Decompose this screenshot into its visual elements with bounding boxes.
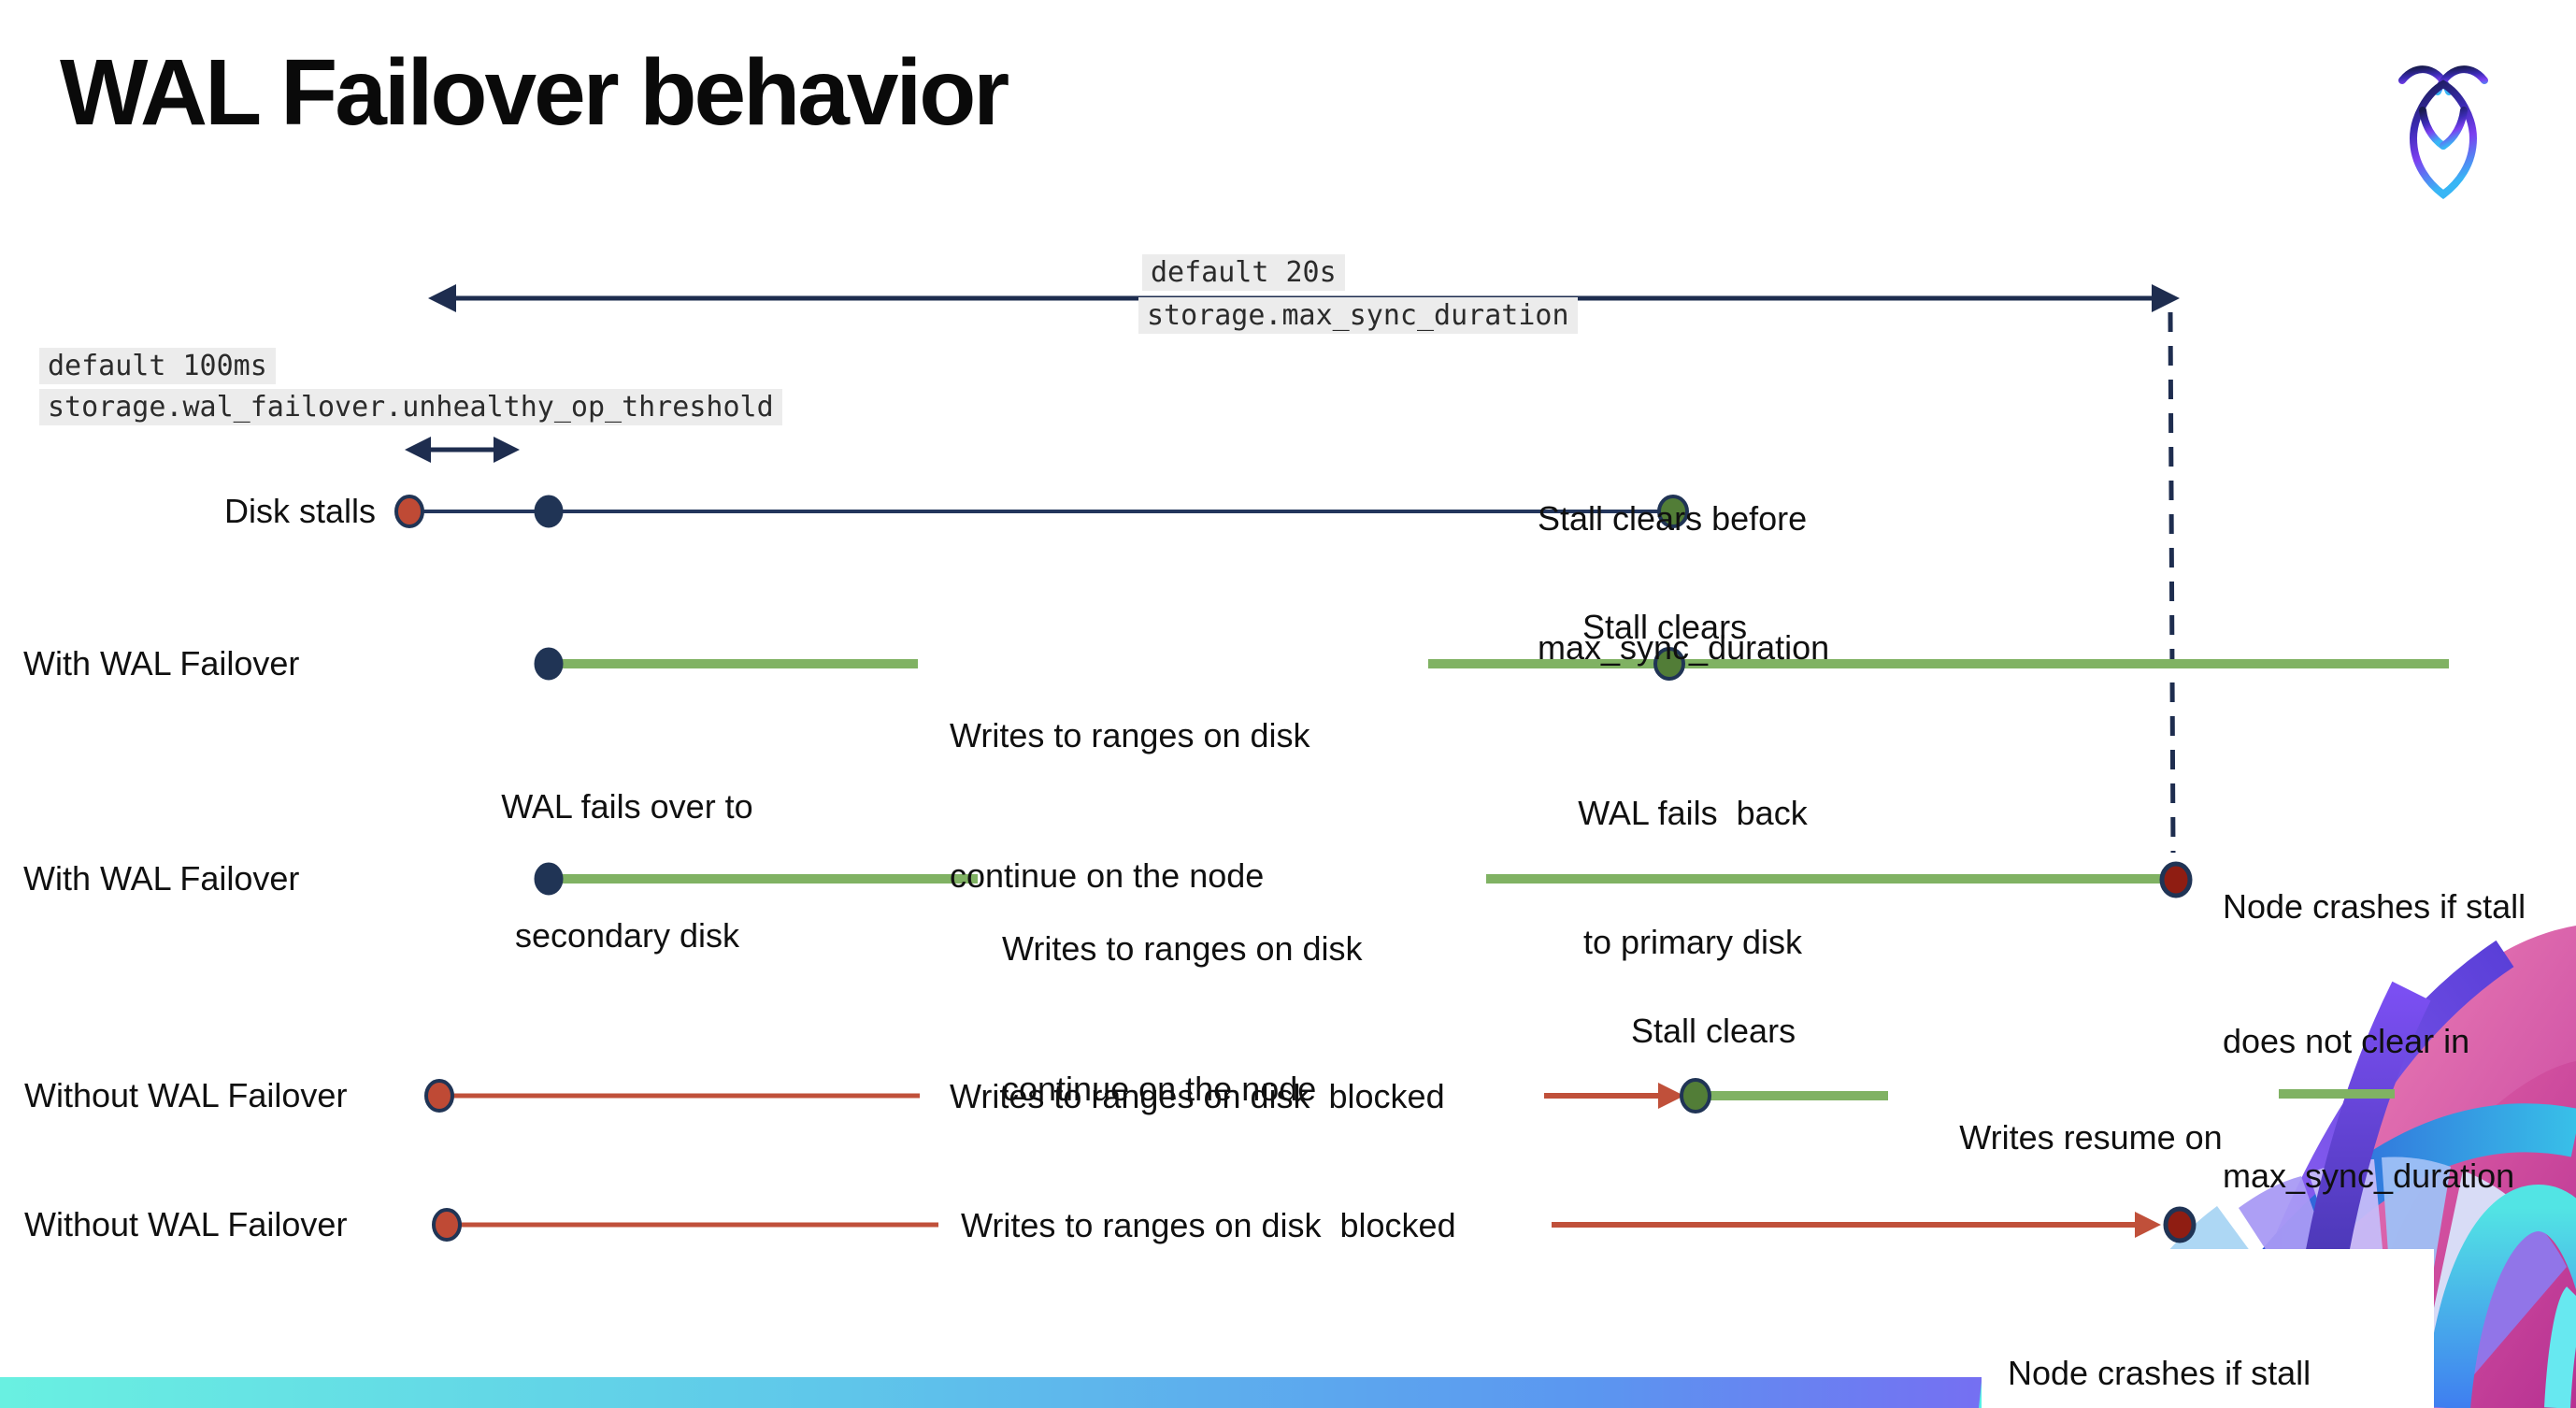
note-stall-clears-before: Stall clears before max_sync_duration [1538, 411, 1829, 755]
note-line: Stall clears before [1538, 499, 1808, 538]
note-line: WAL fails over to [501, 787, 753, 826]
threshold-default-label: default 100ms [39, 348, 276, 384]
stall-start-dot [432, 1208, 462, 1242]
note-stall-clears-3: Stall clears [1631, 1012, 1796, 1050]
note-stall-clears-2: Stall clears [1582, 608, 1748, 646]
row-label-without-failover-1: Without WAL Failover [24, 1076, 348, 1114]
timeline-without-failover-clears [424, 1078, 2395, 1113]
threshold-setting-value: storage.wal_failover.unhealthy_op_thresh… [39, 389, 782, 425]
note-line: Writes resume on [1959, 1118, 2223, 1157]
row-label-without-failover-2: Without WAL Failover [24, 1205, 348, 1243]
row-label-with-failover-1: With WAL Failover [23, 644, 300, 682]
note-line: max_sync_duration [1538, 628, 1830, 667]
note-line: does not clear in [2223, 1022, 2470, 1060]
note-line: Writes to ranges on disk [950, 716, 1310, 754]
note-line: WAL fails back [1578, 794, 1808, 832]
row-label-with-failover-2: With WAL Failover [23, 859, 300, 898]
timeline-without-failover-crash [432, 1206, 2197, 1243]
stall-start-dot [394, 495, 424, 528]
note-fails-back-primary: WAL fails back to primary disk [1538, 706, 1847, 1050]
timeline-with-failover-crash [534, 861, 2193, 898]
node-crash-callout-box: Node crashes if stall does not clear in … [1982, 1249, 2434, 1408]
page-title: WAL Failover behavior [60, 40, 1009, 145]
note-node-crashes-1: Node crashes if stall does not clear in … [2223, 795, 2526, 1288]
stall-clears-dot [1680, 1078, 1711, 1113]
note-fails-over-secondary: WAL fails over to secondary disk [473, 699, 781, 1043]
max-sync-setting-value: storage.max_sync_duration [1138, 297, 1578, 334]
red-arrowhead [2135, 1212, 2161, 1238]
note-writes-continue-1: Writes to ranges on disk continue on the… [950, 619, 1310, 993]
note-node-crashes-2: Node crashes if stall does not clear in … [1982, 1249, 2434, 1408]
note-writes-blocked-1: Writes to ranges on disk blocked [950, 1077, 1445, 1115]
timeline-with-failover-clears [534, 647, 2449, 681]
node-crash-dot [2163, 1206, 2197, 1243]
note-line: Node crashes if stall [2008, 1354, 2311, 1392]
max-sync-default-value: default 20s [1142, 254, 1345, 291]
note-line: continue on the node [1002, 1070, 1317, 1108]
timeline-disk-stalls [394, 495, 1689, 528]
max-sync-deadline-dashed-line [2168, 311, 2176, 854]
cockroachdb-logo-icon [2398, 65, 2488, 200]
red-arrowhead [1658, 1083, 1684, 1109]
threshold-arrow [405, 437, 520, 463]
note-writes-continue-2: Writes to ranges on disk continue on the… [1002, 832, 1363, 1206]
failback-dot [1653, 647, 1685, 681]
max-sync-default-label: default 20s [1142, 254, 1345, 291]
max-sync-setting-label: storage.max_sync_duration [1138, 297, 1578, 334]
threshold-dot [534, 495, 564, 528]
note-line: Node crashes if stall [2223, 887, 2526, 926]
note-line: max_sync_duration [2223, 1157, 2515, 1195]
note-writes-blocked-2: Writes to ranges on disk blocked [961, 1206, 1456, 1244]
threshold-default-value: default 100ms [39, 348, 276, 384]
node-crash-dot [2159, 861, 2193, 898]
note-line: to primary disk [1582, 923, 1803, 961]
note-line: secondary disk [514, 916, 740, 955]
failover-dot [534, 647, 564, 681]
row-label-disk-stalls: Disk stalls [224, 492, 377, 530]
note-line: Writes to ranges on disk [1002, 929, 1363, 968]
threshold-setting-label: storage.wal_failover.unhealthy_op_thresh… [39, 389, 782, 425]
stall-clears-dot [1657, 495, 1689, 528]
failover-dot [534, 862, 564, 896]
stall-start-dot [424, 1079, 454, 1113]
note-line: continue on the node [950, 856, 1265, 895]
